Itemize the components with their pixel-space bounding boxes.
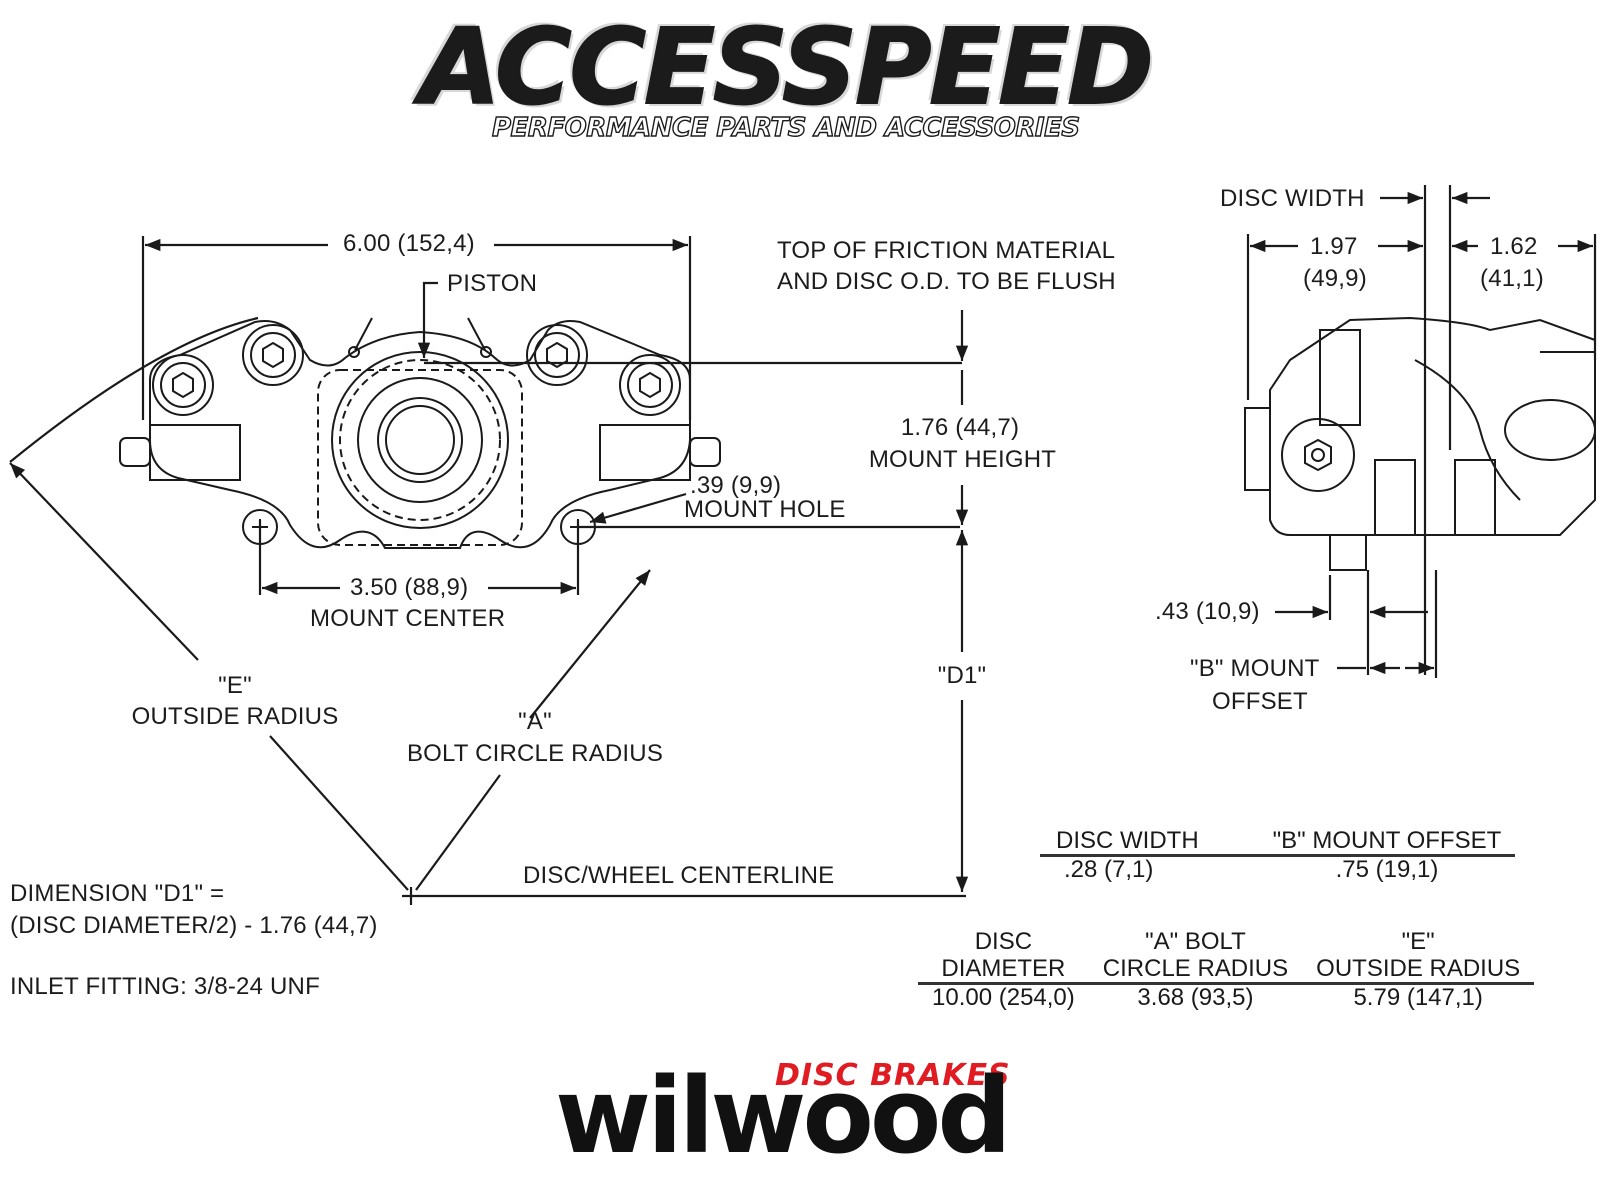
header-line: DISC — [974, 928, 1033, 955]
header-line: "E" — [1401, 928, 1435, 955]
header-line: "A" BOLT — [1145, 928, 1246, 955]
e-radius-label: OUTSIDE RADIUS — [131, 703, 339, 730]
side-left-dimension-mm: (49,9) — [1303, 265, 1367, 292]
mount-hole-label: MOUNT HOLE — [684, 496, 846, 523]
mount-hole-dimension: .39 (9,9) — [690, 472, 782, 499]
header-line: CIRCLE RADIUS — [1102, 955, 1289, 982]
side-right-dimension-mm: (41,1) — [1480, 265, 1544, 292]
mount-center-label: MOUNT CENTER — [310, 605, 506, 632]
bracket-dimension: .43 (10,9) — [1155, 598, 1260, 625]
a-radius-label: BOLT CIRCLE RADIUS — [406, 740, 664, 767]
table-header: "E"OUTSIDE RADIUS — [1302, 928, 1535, 985]
mount-center-dimension: 3.50 (88,9) — [350, 574, 469, 601]
side-view-dimensions — [1246, 185, 1597, 678]
caliper-front-view — [119, 317, 721, 549]
table-cell: 3.68 (93,5) — [1137, 984, 1254, 1011]
header-line: OUTSIDE RADIUS — [1316, 955, 1521, 982]
b-offset-label-line1: "B" MOUNT — [1190, 655, 1320, 682]
table-header: DISC WIDTH — [1040, 827, 1259, 857]
table-cell: 5.79 (147,1) — [1353, 984, 1483, 1011]
overall-width-dimension: 6.00 (152,4) — [343, 230, 475, 257]
disc-width-label: DISC WIDTH — [1220, 185, 1365, 212]
table-header: "B" MOUNT OFFSET — [1258, 827, 1516, 857]
d1-formula-line1: DIMENSION "D1" = — [10, 880, 225, 907]
d1-label: "D1" — [920, 662, 1004, 690]
wilwood-logo: wilwood — [555, 1055, 1012, 1177]
mount-height-label: MOUNT HEIGHT — [868, 446, 1057, 473]
table-cell: .28 (7,1) — [1064, 856, 1154, 883]
flush-note-line2: AND DISC O.D. TO BE FLUSH — [777, 268, 1116, 295]
mount-height-dimension: 1.76 (44,7) — [900, 414, 1020, 441]
piston-label: PISTON — [447, 270, 538, 297]
caliper-side-view — [1244, 316, 1596, 571]
accesspeed-logo: ACCESSPEED — [419, 5, 1155, 129]
e-radius-marker: "E" — [218, 672, 252, 699]
accesspeed-tagline: PERFORMANCE PARTS AND ACCESSORIES — [491, 112, 1080, 143]
side-right-dimension: 1.62 — [1490, 233, 1538, 260]
table-cell: 10.00 (254,0) — [932, 984, 1075, 1011]
front-view-dimensions — [9, 236, 969, 905]
disc-brakes-tag: DISC BRAKES — [775, 1058, 1011, 1093]
table-row: 10.00 (254,0) 3.68 (93,5) 5.79 (147,1) — [918, 984, 1534, 1012]
side-left-dimension: 1.97 — [1310, 233, 1358, 260]
flush-note-line1: TOP OF FRICTION MATERIAL — [777, 237, 1116, 264]
table-cell: .75 (19,1) — [1335, 856, 1439, 883]
a-radius-marker: "A" — [518, 708, 552, 735]
centerline-label: DISC/WHEEL CENTERLINE — [523, 862, 835, 889]
d1-formula-line2: (DISC DIAMETER/2) - 1.76 (44,7) — [10, 912, 378, 939]
inlet-fitting-note: INLET FITTING: 3/8-24 UNF — [10, 973, 320, 1000]
b-offset-label-line2: OFFSET — [1212, 688, 1308, 715]
header-line: DIAMETER — [941, 955, 1066, 982]
disc-width-offset-table: DISC WIDTH "B" MOUNT OFFSET .28 (7,1) .7… — [1040, 827, 1516, 884]
table-row: .28 (7,1) .75 (19,1) — [1040, 856, 1515, 884]
